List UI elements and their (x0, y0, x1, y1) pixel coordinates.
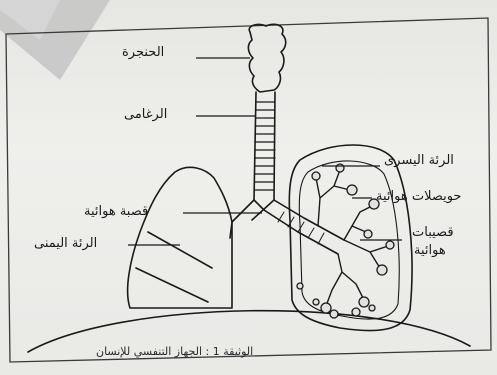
alveolus (297, 283, 303, 289)
label-trachea: الرغامى (124, 108, 167, 121)
alveolus (312, 172, 320, 180)
alveolus (352, 308, 360, 316)
alveolus (330, 310, 338, 318)
alveolus (347, 185, 357, 195)
right-lung-fissure-2 (136, 268, 208, 302)
alveolus (364, 230, 372, 238)
label-larynx: الحنجرة (122, 46, 164, 59)
trachea-left-wall (254, 92, 256, 200)
label-bronchioles-line2: هوائية (414, 244, 446, 257)
alveolus (313, 299, 319, 305)
label-bronchioles-line1: قصيبات (412, 226, 454, 239)
right-lung-fissure-1 (148, 232, 212, 268)
alveolus (359, 297, 369, 307)
alveolus (336, 164, 344, 172)
larynx-shape (248, 24, 285, 92)
bronchus-left (230, 200, 274, 238)
trachea-rings (255, 102, 275, 190)
label-air-sacs: حويصلات هوائية (376, 190, 461, 203)
label-left-lung: الرئة اليسرى (384, 154, 454, 167)
alveolus (321, 303, 331, 313)
label-right-lung: الرئة اليمنى (34, 237, 97, 250)
figure-caption: الوثيقة 1 : الجهاز التنفسي للإنسان (96, 346, 253, 357)
label-bronchus: قصبة هوائية (84, 205, 148, 218)
alveolus (386, 241, 394, 249)
trachea-right-wall (274, 92, 275, 200)
alveolus (377, 265, 387, 275)
alveolus (369, 305, 375, 311)
right-lung-outline (128, 167, 232, 308)
